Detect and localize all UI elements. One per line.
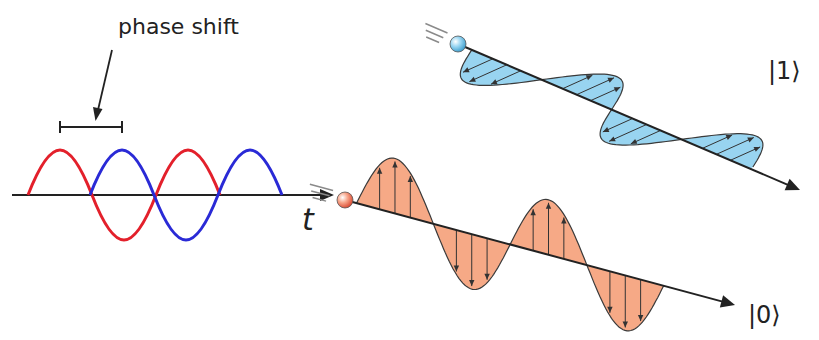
blue-field-arrowhead bbox=[463, 67, 470, 72]
blue-field-arrowhead bbox=[491, 79, 498, 84]
blue-field-arrow bbox=[631, 130, 661, 143]
motion-line bbox=[311, 191, 329, 196]
time-axis bbox=[12, 194, 322, 196]
orange-field-arrow bbox=[487, 238, 488, 279]
orange-field-arrowhead bbox=[469, 280, 474, 286]
blue-field-arrowhead bbox=[726, 135, 733, 140]
orange-field-arrow bbox=[410, 176, 411, 217]
motion-line bbox=[310, 184, 333, 190]
blue-wave-outline bbox=[460, 50, 763, 167]
orange-field-arrow bbox=[471, 234, 472, 286]
bracket-tick bbox=[59, 121, 61, 133]
orange-propagation-axis bbox=[345, 200, 725, 302]
blue-field-arrow bbox=[702, 135, 732, 148]
annotation-label: phase shift bbox=[118, 14, 239, 39]
orange-field-arrowhead bbox=[607, 307, 612, 313]
blue-propagation-axis bbox=[458, 44, 791, 186]
blue-field-arrow bbox=[491, 71, 521, 84]
orange-photon bbox=[337, 192, 353, 208]
orange-field-arrowhead bbox=[408, 176, 413, 182]
orange-field-arrowhead bbox=[561, 217, 566, 223]
blue-wave bbox=[90, 150, 282, 240]
orange-field-arrowhead bbox=[546, 203, 551, 209]
blue-field-arrow bbox=[730, 147, 760, 160]
orange-field-arrow bbox=[609, 271, 610, 312]
orange-field-arrow bbox=[456, 230, 457, 271]
orange-field-arrow bbox=[625, 275, 626, 327]
axis-label: t bbox=[302, 203, 314, 238]
blue-field-arrowhead bbox=[631, 139, 638, 144]
blue-field-arrowhead bbox=[586, 75, 593, 80]
blue-field-arrowhead bbox=[754, 147, 761, 152]
blue-photon bbox=[450, 36, 466, 52]
blue-field-arrow bbox=[603, 119, 633, 132]
blue-field-arrowhead bbox=[747, 138, 754, 143]
blue-field-arrowhead bbox=[609, 136, 616, 141]
orange-field-arrow bbox=[548, 203, 549, 255]
orange-field-arrowhead bbox=[623, 321, 628, 327]
bracket-tick bbox=[121, 121, 123, 133]
state-label: |0⟩ bbox=[748, 302, 781, 330]
blue-field-arrow bbox=[591, 87, 621, 100]
blue-field-arrow bbox=[563, 75, 593, 88]
orange-field-arrow bbox=[563, 217, 564, 258]
orange-field-arrow bbox=[640, 280, 641, 321]
orange-field-arrowhead bbox=[454, 265, 459, 271]
leader-arrowhead bbox=[93, 107, 103, 121]
motion-line bbox=[426, 37, 439, 42]
blue-field-arrowhead bbox=[607, 78, 614, 83]
leader-arrow bbox=[98, 50, 112, 110]
orange-field-arrowhead bbox=[377, 168, 382, 174]
red-wave bbox=[28, 150, 220, 240]
orange-field-arrowhead bbox=[484, 274, 489, 280]
blue-axis-arrowhead bbox=[785, 179, 800, 191]
orange-field-arrow bbox=[394, 161, 395, 213]
orange-field-arrowhead bbox=[392, 161, 397, 167]
blue-field-arrowhead bbox=[614, 87, 621, 92]
motion-line bbox=[426, 30, 443, 37]
orange-field-arrowhead bbox=[638, 315, 643, 321]
phase-bracket bbox=[60, 126, 122, 128]
orange-field-arrow bbox=[533, 209, 534, 250]
blue-field-arrowhead bbox=[603, 127, 610, 132]
motion-line bbox=[313, 197, 327, 201]
blue-field-arrowhead bbox=[469, 77, 476, 82]
blue-field-arrow bbox=[463, 59, 493, 72]
orange-axis-arrowhead bbox=[720, 295, 735, 307]
state-label: |1⟩ bbox=[768, 58, 801, 86]
orange-field-arrow bbox=[379, 168, 380, 209]
orange-field-arrowhead bbox=[530, 209, 535, 215]
